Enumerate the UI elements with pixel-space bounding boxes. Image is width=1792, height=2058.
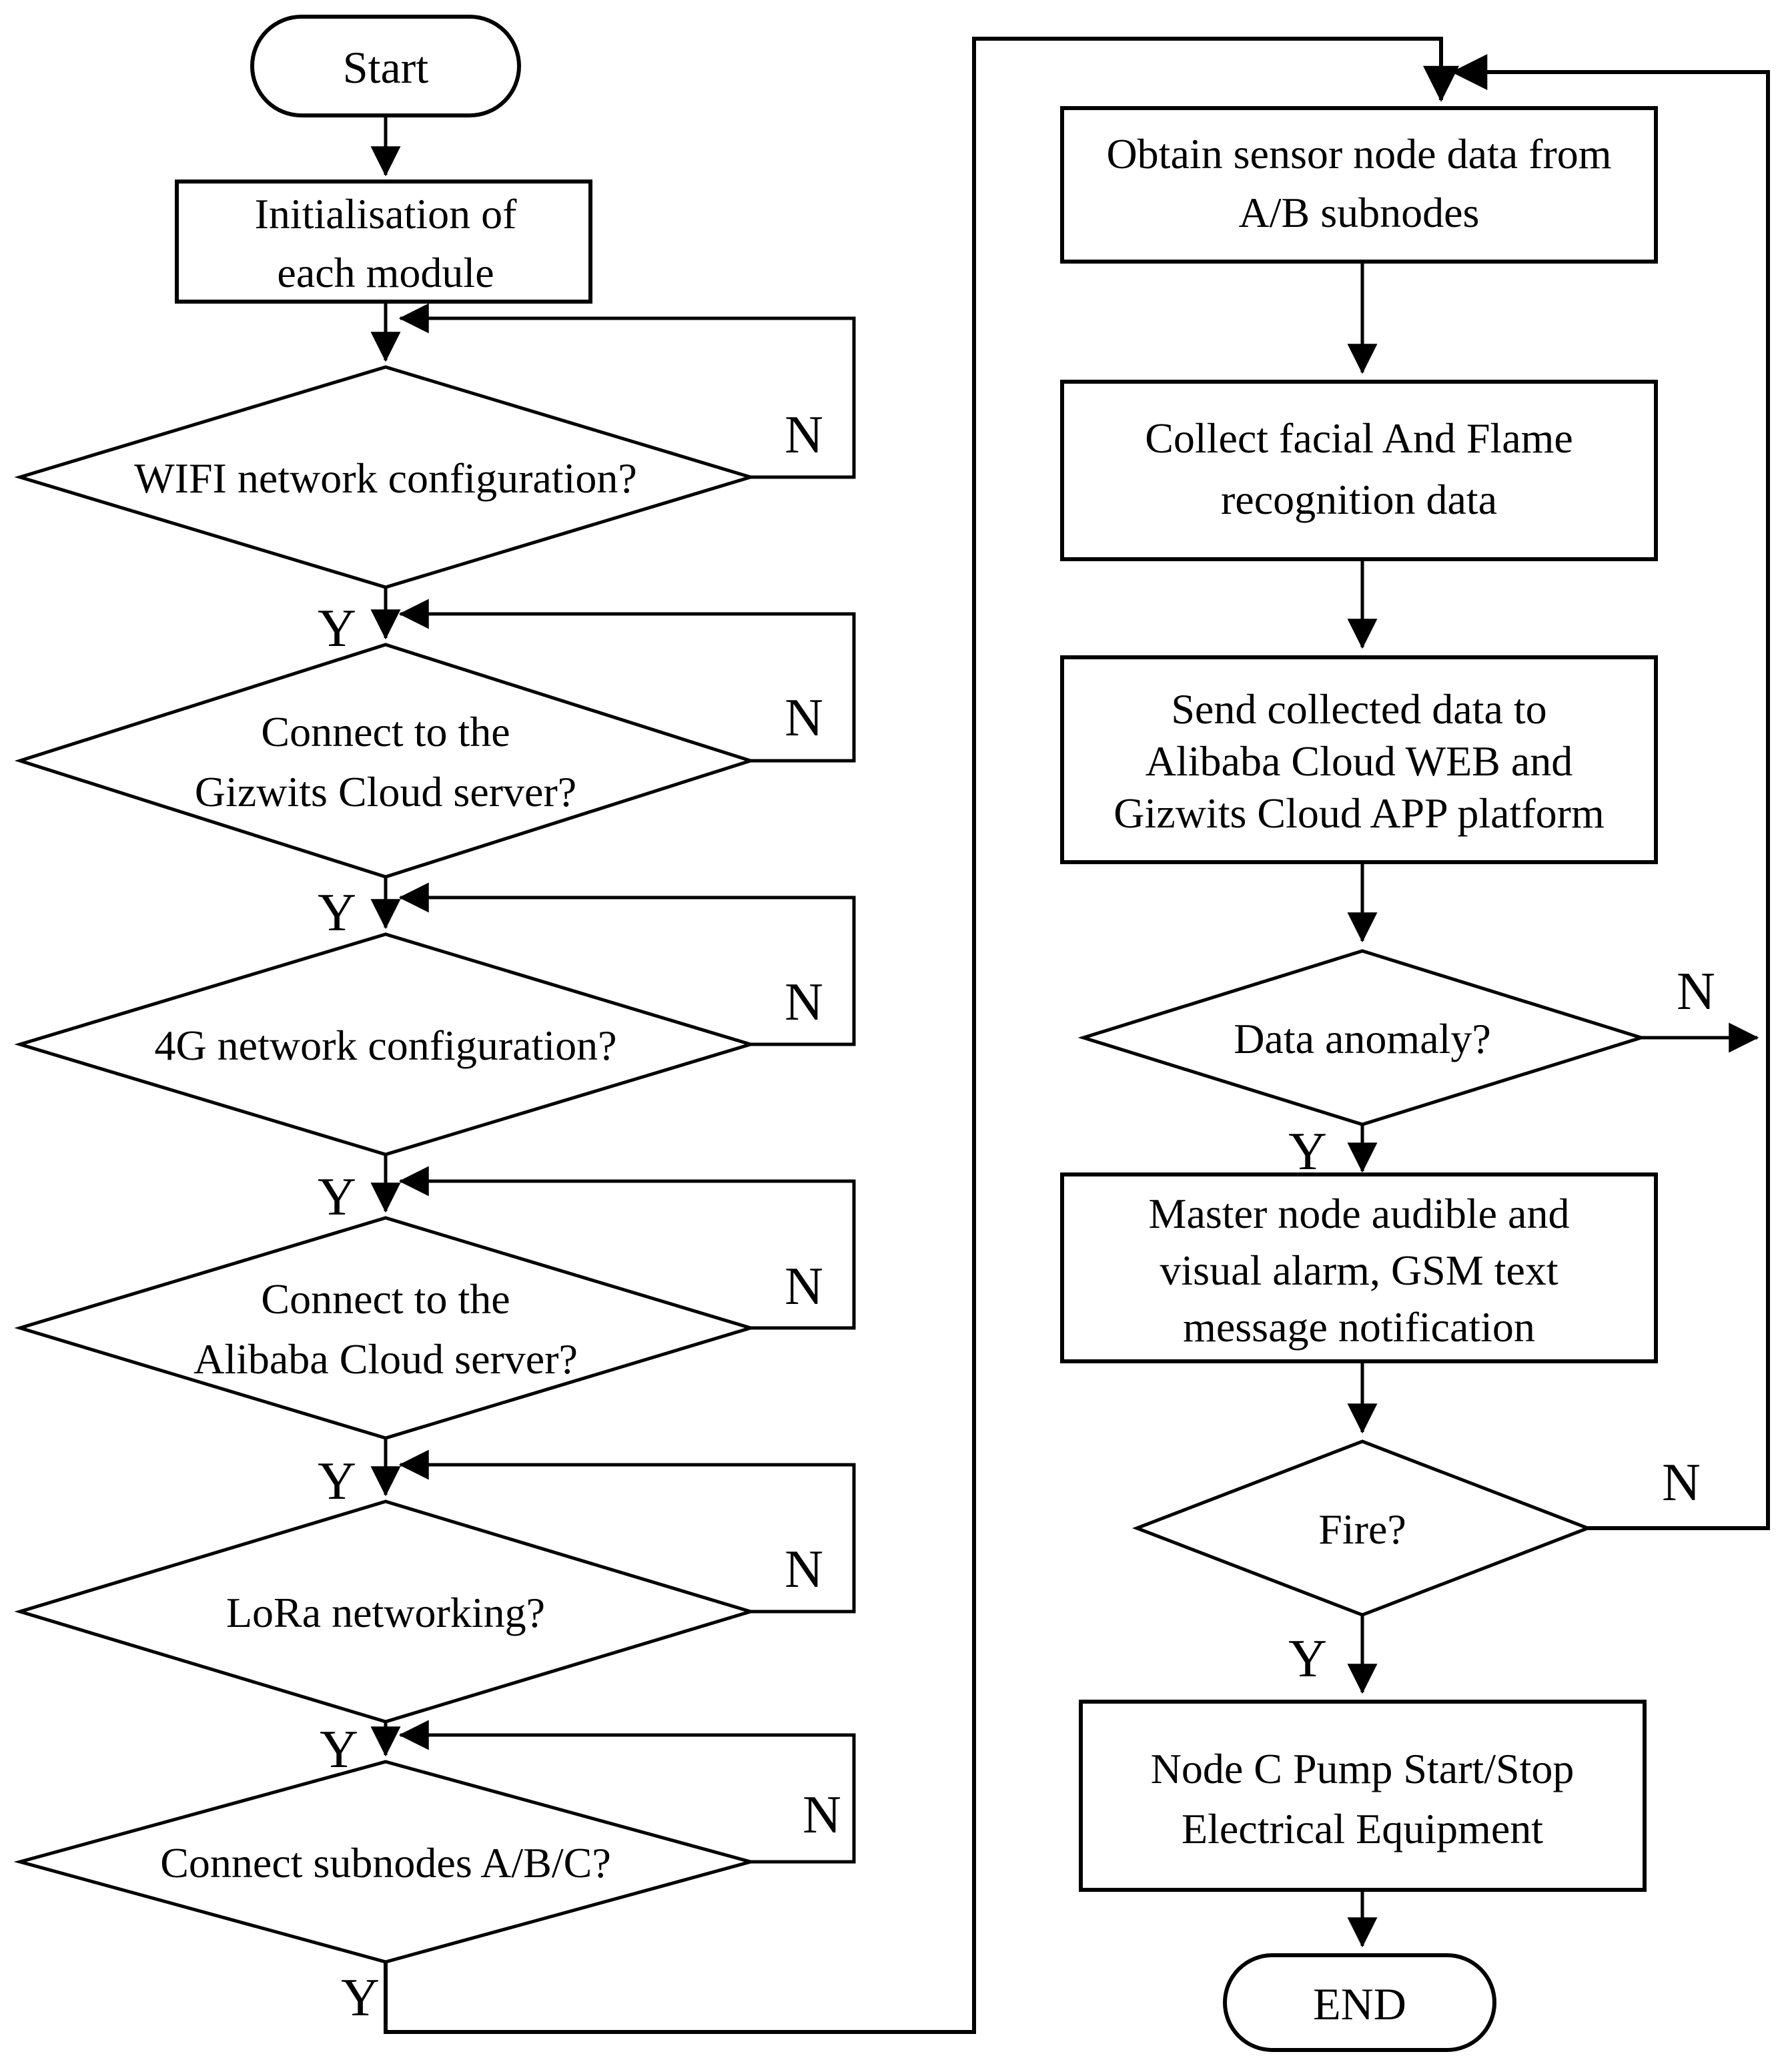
- start-label: Start: [343, 42, 429, 93]
- gizwits-diamond-shape: [14, 643, 757, 879]
- collect-process-shape: [1060, 380, 1658, 561]
- node-send: Send collected data to Alibaba Cloud WEB…: [1060, 655, 1658, 864]
- collect-label-line2: recognition data: [1221, 476, 1497, 523]
- label-fire-y: Y: [1288, 1630, 1327, 1688]
- edge-loop-alibaba-n: [398, 1166, 856, 1330]
- anomaly-diamond-shape: [1077, 949, 1647, 1126]
- label-wifi-n: N: [785, 406, 823, 464]
- edge-loop-subnodes-n: [398, 1720, 856, 1864]
- label-subnodes-y: Y: [341, 1969, 380, 2027]
- init-process-shape: [175, 180, 592, 304]
- node-fire-decision: Fire?: [1132, 1439, 1593, 1617]
- start-terminator-shape: [250, 15, 521, 117]
- fire-diamond-shape: [1132, 1439, 1593, 1617]
- node-init: Initialisation of each module: [175, 180, 592, 304]
- node-wifi-decision: WIFI network configuration?: [14, 365, 757, 589]
- anomaly-label: Data anomaly?: [1234, 1015, 1491, 1062]
- init-label-line1: Initialisation of: [255, 190, 518, 238]
- lora-diamond-shape: [14, 1499, 757, 1724]
- edge-loop-lora-n: [398, 1449, 856, 1614]
- node-alibaba-decision: Connect to the Alibaba Cloud server?: [14, 1216, 757, 1440]
- end-label: END: [1313, 1979, 1406, 2029]
- edge-subnodes-y-route: [384, 37, 1459, 2034]
- branch-labels: N Y N Y N Y N Y N Y N Y N Y N Y: [318, 406, 1715, 2027]
- alarm-label-line2: visual alarm, GSM text: [1160, 1247, 1558, 1294]
- node-end: END: [1223, 1953, 1496, 2052]
- node-anomaly-decision: Data anomaly?: [1077, 949, 1647, 1126]
- label-alibaba-n: N: [785, 1257, 823, 1316]
- fire-label: Fire?: [1318, 1505, 1406, 1553]
- label-anomaly-n: N: [1677, 962, 1715, 1021]
- pump-label-line1: Node C Pump Start/Stop: [1151, 1745, 1575, 1792]
- collect-label-line1: Collect facial And Flame: [1145, 414, 1573, 462]
- label-lora-n: N: [785, 1540, 823, 1599]
- lora-label: LoRa networking?: [226, 1589, 545, 1636]
- alarm-process-shape: [1060, 1172, 1658, 1363]
- node-pump: Node C Pump Start/Stop Electrical Equipm…: [1079, 1700, 1647, 1892]
- send-label-line2: Alibaba Cloud WEB and: [1146, 737, 1573, 785]
- obtain-label-line2: A/B subnodes: [1239, 189, 1480, 236]
- label-subnodes-n: N: [803, 1786, 841, 1844]
- end-terminator-shape: [1223, 1953, 1496, 2052]
- node-obtain: Obtain sensor node data from A/B subnode…: [1060, 106, 1658, 264]
- label-alibaba-y: Y: [318, 1452, 356, 1511]
- pump-label-line2: Electrical Equipment: [1182, 1805, 1543, 1852]
- obtain-process-shape: [1060, 106, 1658, 264]
- label-lora-y: Y: [320, 1720, 358, 1779]
- send-label-line3: Gizwits Cloud APP platform: [1113, 789, 1604, 837]
- 4g-label: 4G network configuration?: [154, 1022, 616, 1069]
- label-fire-n: N: [1662, 1453, 1701, 1512]
- gizwits-label-line1: Connect to the: [261, 708, 510, 755]
- 4g-diamond-shape: [14, 932, 757, 1156]
- alibaba-label-line2: Alibaba Cloud server?: [193, 1335, 578, 1383]
- node-collect: Collect facial And Flame recognition dat…: [1060, 380, 1658, 561]
- obtain-label-line1: Obtain sensor node data from: [1106, 130, 1611, 178]
- node-gizwits-decision: Connect to the Gizwits Cloud server?: [14, 643, 757, 879]
- label-4g-n: N: [785, 973, 823, 1032]
- label-4g-y: Y: [318, 1168, 356, 1227]
- edge-fire-n-route: [1451, 54, 1770, 1530]
- alarm-label-line3: message notification: [1183, 1303, 1535, 1351]
- alibaba-diamond-shape: [14, 1216, 757, 1440]
- label-anomaly-y: Y: [1288, 1122, 1327, 1181]
- init-label-line2: each module: [277, 249, 494, 296]
- pump-process-shape: [1079, 1700, 1647, 1892]
- label-gizwits-n: N: [785, 689, 823, 747]
- send-process-shape: [1060, 655, 1658, 864]
- node-lora-decision: LoRa networking?: [14, 1499, 757, 1724]
- node-4g-decision: 4G network configuration?: [14, 932, 757, 1156]
- edge-loop-gizwits-n: [398, 599, 856, 763]
- edge-loop-4g-n: [398, 882, 856, 1046]
- label-wifi-y: Y: [318, 599, 356, 658]
- edge-loop-wifi-n: [398, 303, 856, 479]
- node-alarm: Master node audible and visual alarm, GS…: [1060, 1172, 1658, 1363]
- node-subnodes-decision: Connect subnodes A/B/C?: [13, 1760, 757, 1964]
- send-label-line1: Send collected data to: [1171, 685, 1546, 733]
- subnodes-diamond-shape: [13, 1760, 757, 1964]
- wifi-label: WIFI network configuration?: [134, 454, 637, 502]
- alarm-label-line1: Master node audible and: [1149, 1190, 1570, 1237]
- wifi-diamond-shape: [14, 365, 757, 589]
- label-gizwits-y: Y: [318, 884, 356, 942]
- gizwits-label-line2: Gizwits Cloud server?: [195, 768, 576, 815]
- alibaba-label-line1: Connect to the: [261, 1275, 510, 1323]
- edges: [370, 37, 1770, 2034]
- subnodes-label: Connect subnodes A/B/C?: [160, 1839, 611, 1886]
- node-start: Start: [250, 15, 521, 117]
